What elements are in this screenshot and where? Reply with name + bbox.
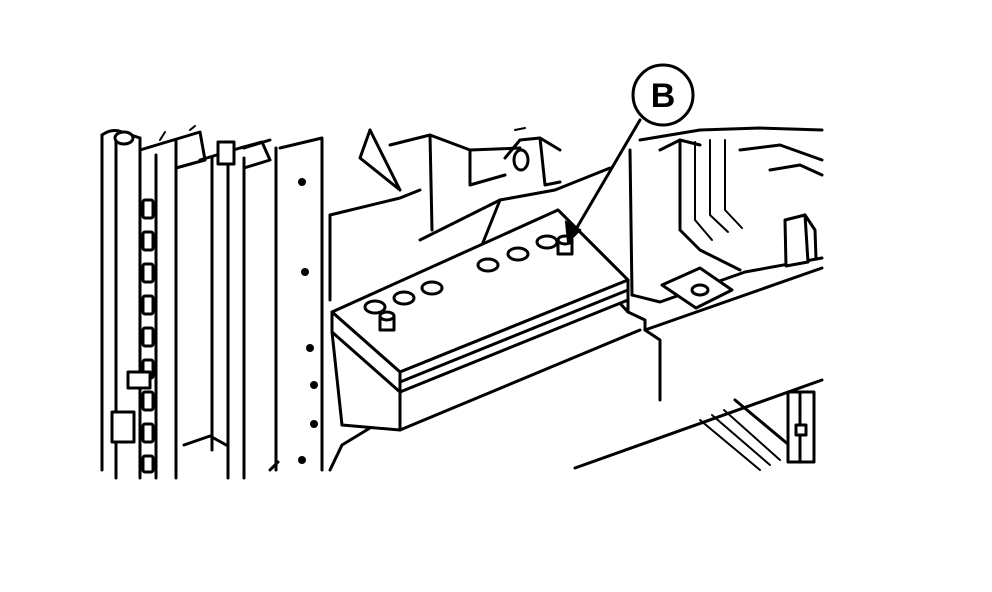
callout-b: B — [564, 63, 695, 245]
engine-bay-background — [328, 127, 612, 302]
side-wall-panel — [278, 136, 324, 472]
negative-terminal — [378, 310, 396, 332]
callout-leader-line — [570, 118, 642, 238]
radiator-slots — [141, 198, 155, 474]
radiator-support — [100, 125, 207, 480]
fender-structure — [573, 126, 824, 471]
callout-label: B — [651, 77, 676, 115]
callout-circle — [631, 63, 695, 127]
callout-arrowhead — [564, 220, 582, 245]
battery — [328, 208, 647, 472]
core-support-panel — [182, 138, 280, 480]
